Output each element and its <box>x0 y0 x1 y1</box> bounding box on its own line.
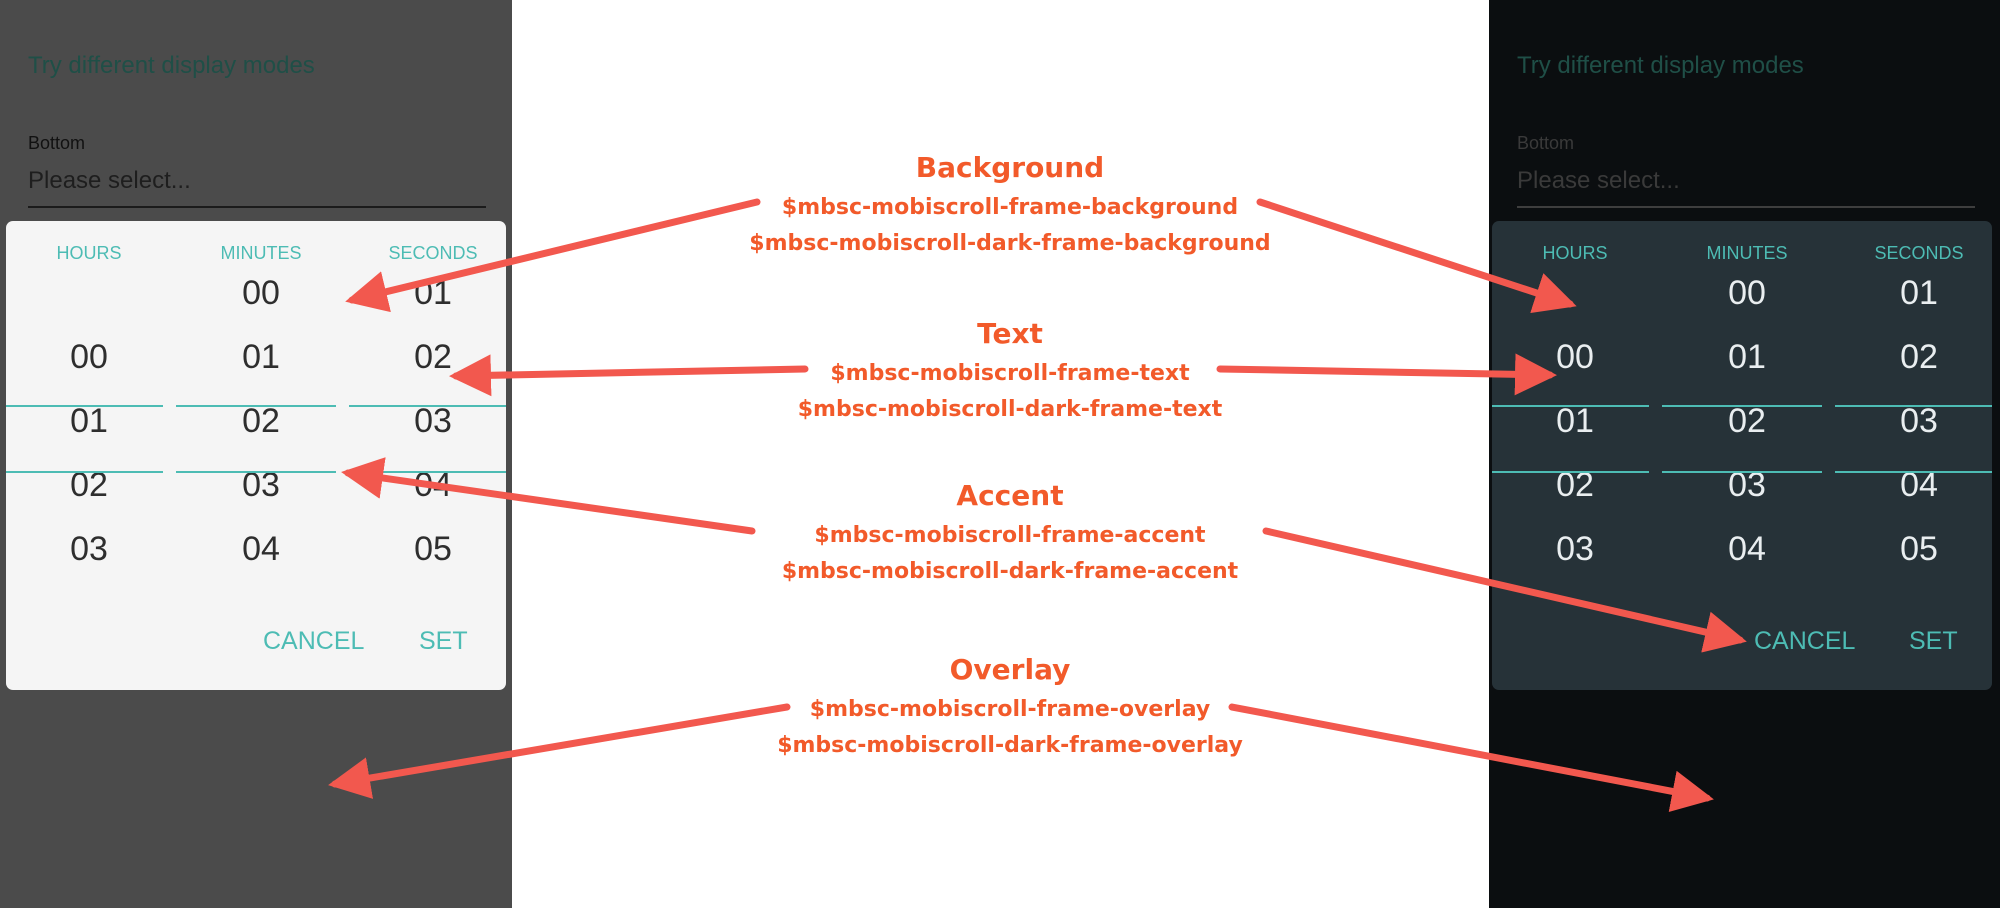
wheel-value-selected[interactable]: 01 <box>1556 402 1594 440</box>
selection-line-top <box>1492 405 1649 407</box>
callout-variable: $mbsc-mobiscroll-frame-accent <box>814 523 1206 548</box>
callout-variable: $mbsc-mobiscroll-frame-background <box>781 195 1239 220</box>
callout-variable: $mbsc-mobiscroll-frame-overlay <box>809 697 1211 722</box>
wheel-value[interactable]: 04 <box>1728 530 1766 568</box>
selection-line-top <box>6 405 163 407</box>
callout-variable: $mbsc-mobiscroll-dark-frame-overlay <box>777 733 1243 758</box>
set-button[interactable]: SET <box>1909 627 1958 655</box>
callout-variable: $mbsc-mobiscroll-dark-frame-background <box>749 231 1271 256</box>
wheel-value-selected[interactable]: 03 <box>1900 402 1938 440</box>
callout-title: Overlay <box>949 653 1071 686</box>
selection-line-top <box>1835 405 1992 407</box>
callout-title: Text <box>977 317 1043 350</box>
field-label: Bottom <box>28 133 86 153</box>
selection-line-bottom <box>349 471 506 473</box>
minutes-column-label: MINUTES <box>220 243 302 263</box>
light-theme-demo: Try different display modes Bottom Pleas… <box>0 0 512 908</box>
wheel-value-selected[interactable]: 02 <box>1728 402 1766 440</box>
dark-theme-demo: Try different display modes Bottom Pleas… <box>1489 0 2000 908</box>
wheel-value[interactable]: 02 <box>1900 338 1938 376</box>
wheel-value[interactable]: 01 <box>1900 274 1938 312</box>
seconds-column-label: SECONDS <box>1874 243 1964 263</box>
selection-line-bottom <box>1835 471 1992 473</box>
callout-variable: $mbsc-mobiscroll-dark-frame-accent <box>781 559 1239 584</box>
wheel-value[interactable]: 02 <box>414 338 452 376</box>
wheel-value[interactable]: 03 <box>1556 530 1594 568</box>
select-input[interactable]: Please select... <box>28 163 486 208</box>
seconds-column-label: SECONDS <box>388 243 478 263</box>
wheel-value[interactable]: 03 <box>70 530 108 568</box>
minutes-column-label: MINUTES <box>1706 243 1788 263</box>
callout-title: Accent <box>956 479 1064 512</box>
wheel-value-selected[interactable]: 02 <box>242 402 280 440</box>
wheel-value[interactable]: 01 <box>414 274 452 312</box>
time-picker-frame: HOURS MINUTES SECONDS 00 01 02 03 00 01 … <box>6 221 506 690</box>
callout-variable: $mbsc-mobiscroll-frame-text <box>830 361 1190 386</box>
selection-line-top <box>1662 405 1822 407</box>
wheel-value[interactable]: 01 <box>1728 338 1766 376</box>
time-picker-frame: HOURS MINUTES SECONDS 00 01 02 03 00 01 … <box>1492 221 1992 690</box>
wheel-value-selected[interactable]: 01 <box>70 402 108 440</box>
text-callout: Text $mbsc-mobiscroll-frame-text $mbsc-m… <box>710 312 1310 428</box>
wheel-value-selected[interactable]: 03 <box>414 402 452 440</box>
field-label: Bottom <box>1517 133 1575 153</box>
overlay-callout: Overlay $mbsc-mobiscroll-frame-overlay $… <box>710 648 1310 764</box>
selection-line-bottom <box>1662 471 1822 473</box>
wheel-value[interactable]: 05 <box>414 530 452 568</box>
accent-callout: Accent $mbsc-mobiscroll-frame-accent $mb… <box>710 474 1310 590</box>
wheel-value[interactable]: 04 <box>242 530 280 568</box>
wheel-value[interactable]: 00 <box>70 338 108 376</box>
callout-variable: $mbsc-mobiscroll-dark-frame-text <box>797 397 1223 422</box>
selection-line-bottom <box>1492 471 1649 473</box>
wheel-value[interactable]: 00 <box>1556 338 1594 376</box>
hours-column-label: HOURS <box>56 243 122 263</box>
set-button[interactable]: SET <box>419 627 468 655</box>
hours-column-label: HOURS <box>1542 243 1608 263</box>
wheel-value[interactable]: 01 <box>242 338 280 376</box>
selection-line-top <box>349 405 506 407</box>
selection-line-bottom <box>6 471 163 473</box>
wheel-value[interactable]: 05 <box>1900 530 1938 568</box>
wheel-value[interactable]: 00 <box>1728 274 1766 312</box>
cancel-button[interactable]: CANCEL <box>263 627 365 655</box>
wheel-value[interactable]: 00 <box>242 274 280 312</box>
callout-title: Background <box>915 151 1105 184</box>
select-input[interactable]: Please select... <box>1517 163 1975 208</box>
selection-line-top <box>176 405 336 407</box>
cancel-button[interactable]: CANCEL <box>1754 627 1856 655</box>
background-callout: Background $mbsc-mobiscroll-frame-backgr… <box>710 146 1310 262</box>
selection-line-bottom <box>176 471 336 473</box>
form-title: Try different display modes <box>1517 52 1804 79</box>
form-title: Try different display modes <box>28 52 315 79</box>
